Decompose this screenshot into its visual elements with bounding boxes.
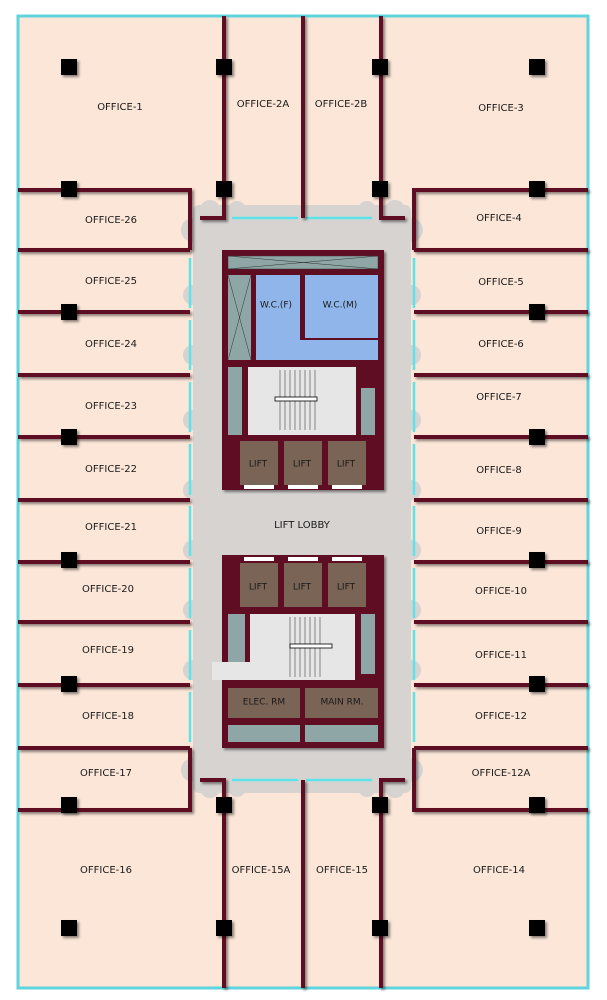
lift-label: LIFT [249, 583, 268, 593]
office-22-label: OFFICE-22 [85, 464, 137, 475]
core-labels: W.C.(F) W.C.(M) LIFT LIFT LIFT LIFT LOBB… [243, 301, 364, 708]
office-21-label: OFFICE-21 [85, 522, 137, 533]
wc-male [305, 275, 378, 338]
office-1-label: OFFICE-1 [97, 102, 143, 113]
office-26-label: OFFICE-26 [85, 215, 137, 226]
office-7-label: OFFICE-7 [476, 392, 522, 403]
office-2a-label: OFFICE-2A [237, 99, 290, 110]
office-15-label: OFFICE-15 [316, 865, 368, 876]
office-4-label: OFFICE-4 [476, 213, 522, 224]
office-12a-label: OFFICE-12A [472, 768, 531, 779]
office-5-label: OFFICE-5 [478, 277, 524, 288]
wc-female-label: W.C.(F) [260, 301, 292, 311]
office-9-label: OFFICE-9 [476, 526, 522, 537]
lift-label: LIFT [293, 460, 312, 470]
corridor-windows [188, 216, 416, 782]
office-14-label: OFFICE-14 [473, 865, 525, 876]
office-10-label: OFFICE-10 [475, 586, 527, 597]
office-15a-label: OFFICE-15A [232, 865, 291, 876]
main-room-label: MAIN RM. [320, 698, 363, 708]
upper-core [222, 250, 384, 490]
office-8-label: OFFICE-8 [476, 465, 522, 476]
elec-room-label: ELEC. RM [243, 698, 285, 708]
office-6-label: OFFICE-6 [478, 339, 524, 350]
office-12-label: OFFICE-12 [475, 711, 527, 722]
office-3-label: OFFICE-3 [478, 103, 524, 114]
office-20-label: OFFICE-20 [82, 584, 134, 595]
lift-car [240, 441, 278, 485]
office-labels: OFFICE-1 OFFICE-2A OFFICE-2B OFFICE-3 OF… [80, 99, 531, 876]
lift-car [284, 441, 322, 485]
lift-label: LIFT [337, 460, 356, 470]
lift-lobby-label: LIFT LOBBY [274, 520, 331, 531]
office-24-label: OFFICE-24 [85, 339, 137, 350]
lift-label: LIFT [249, 460, 268, 470]
walls [18, 16, 588, 988]
lift-label: LIFT [337, 583, 356, 593]
lift-car [328, 441, 366, 485]
lift-car [284, 563, 322, 607]
office-11-label: OFFICE-11 [475, 650, 527, 661]
office-2b-label: OFFICE-2B [315, 99, 368, 110]
office-18-label: OFFICE-18 [82, 711, 134, 722]
elec-room [228, 688, 300, 718]
office-16-label: OFFICE-16 [80, 865, 132, 876]
main-room [305, 688, 378, 718]
wc-male-label: W.C.(M) [323, 301, 358, 311]
office-25-label: OFFICE-25 [85, 276, 137, 287]
lower-core [212, 555, 384, 748]
lift-car [328, 563, 366, 607]
wc-female [256, 275, 300, 360]
office-19-label: OFFICE-19 [82, 645, 134, 656]
lift-car [240, 563, 278, 607]
lift-label: LIFT [293, 583, 312, 593]
structural-columns [61, 59, 545, 936]
office-23-label: OFFICE-23 [85, 401, 137, 412]
office-17-label: OFFICE-17 [80, 768, 132, 779]
